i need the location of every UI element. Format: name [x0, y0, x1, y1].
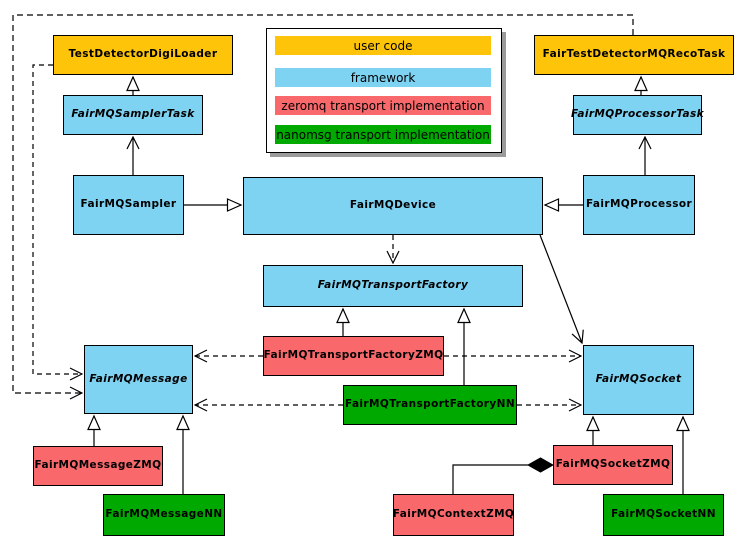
- node-fairmq-socket-nn: FairMQSocketNN: [603, 494, 724, 536]
- node-fairmq-sampler: FairMQSampler: [73, 175, 184, 235]
- legend: user code framework zeromq transport imp…: [266, 28, 502, 153]
- node-fairmq-processor-task: FairMQProcessorTask: [571, 95, 704, 135]
- composition-diamond: [526, 457, 555, 473]
- node-fairmq-socket-zmq: FairMQSocketZMQ: [553, 445, 673, 485]
- node-fairmq-socket: FairMQSocket: [583, 345, 694, 415]
- node-test-detector-digi-loader: TestDetectorDigiLoader: [53, 35, 233, 75]
- edge-assoc-device-to-socket: [539, 234, 582, 343]
- node-fair-test-detector-mq-reco-task: FairTestDetectorMQRecoTask: [534, 35, 734, 75]
- node-fairmq-sampler-task: FairMQSamplerTask: [63, 95, 203, 135]
- legend-item-zeromq: zeromq transport implementation: [275, 96, 491, 115]
- node-fairmq-context-zmq: FairMQContextZMQ: [393, 494, 514, 536]
- legend-item-user-code: user code: [275, 36, 491, 55]
- node-fairmq-transport-factory: FairMQTransportFactory: [263, 265, 523, 307]
- node-fairmq-processor: FairMQProcessor: [583, 175, 695, 235]
- node-fairmq-message-zmq: FairMQMessageZMQ: [33, 446, 163, 486]
- legend-item-nanomsg: nanomsg transport implementation: [275, 125, 491, 144]
- node-fairmq-transport-factory-nn: FairMQTransportFactoryNN: [343, 385, 517, 425]
- legend-item-framework: framework: [275, 68, 491, 87]
- node-fairmq-message: FairMQMessage: [84, 345, 193, 414]
- node-fairmq-message-nn: FairMQMessageNN: [103, 494, 225, 536]
- node-fairmq-transport-factory-zmq: FairMQTransportFactoryZMQ: [263, 336, 444, 376]
- node-fairmq-device: FairMQDevice: [243, 177, 543, 235]
- edge-comp-contextzmq-to-socketzmq: [452, 464, 528, 494]
